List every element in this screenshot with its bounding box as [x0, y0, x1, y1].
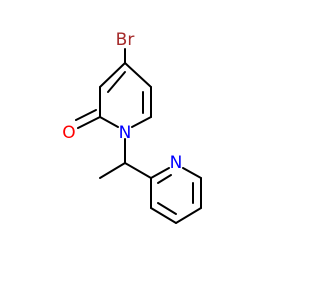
bond-c3-c4-inner	[107, 71, 126, 93]
bond-c2-o	[77, 116, 101, 129]
bond-ch-methyl	[99, 162, 126, 179]
pyridine-ring	[150, 167, 202, 224]
bond-c3-c4	[99, 62, 126, 88]
pyridine-nitrogen-label: N	[170, 153, 183, 173]
bond-n1-c2	[99, 116, 119, 128]
diagram-canvas: Br O N N	[62, 30, 202, 224]
bond-c6-n1	[131, 116, 152, 128]
bond-c5p-c4p	[175, 207, 202, 224]
bond-c4p-c3p-inner	[157, 202, 177, 215]
bond-n-c6p	[182, 167, 202, 179]
molecule-structure: Br O N N	[62, 30, 202, 224]
bond-c4p-c3p	[150, 207, 177, 224]
bond-c2p-n-inner	[157, 174, 172, 184]
carbonyl-oxygen-label: O	[62, 123, 75, 143]
bromine-atom-label: Br	[116, 30, 135, 50]
bond-c2p-n	[150, 167, 170, 179]
bond-c2-o-inner	[75, 109, 97, 121]
pyridinone-ring	[99, 62, 152, 128]
pyridinone-nitrogen-label: N	[119, 123, 132, 143]
bond-c4-c5	[124, 62, 152, 88]
bond-ch-pyridine	[124, 162, 152, 179]
